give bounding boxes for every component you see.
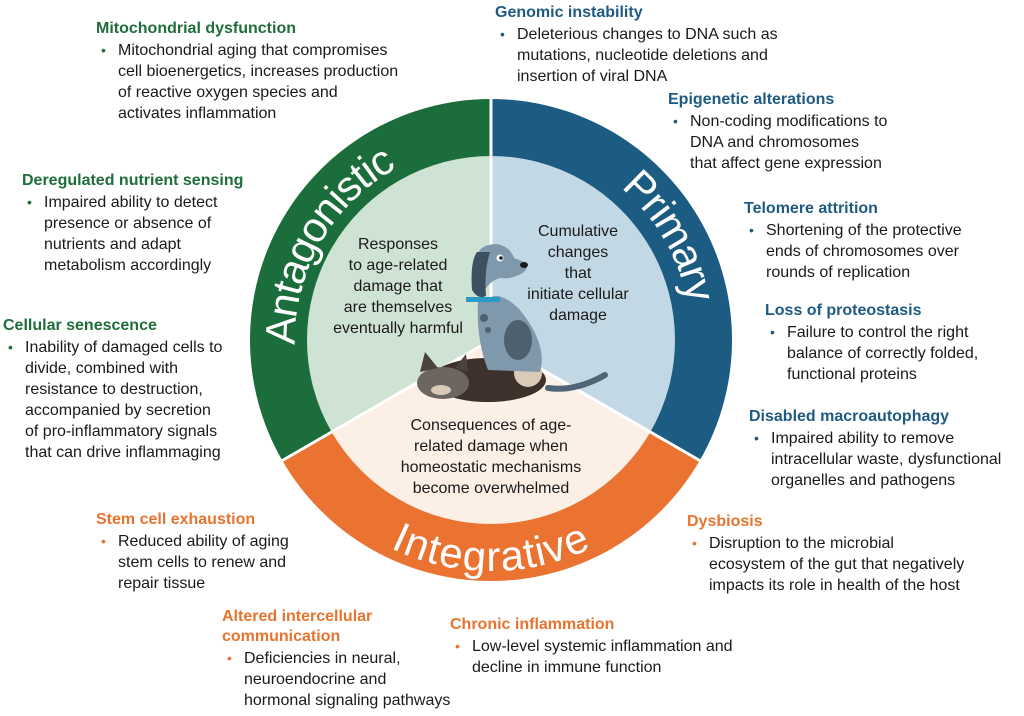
hallmark-chronic-inflammation: Chronic inflammation • Low-level systemic… <box>450 615 770 678</box>
dog-collar <box>466 297 500 302</box>
bullet-icon: • <box>455 638 460 654</box>
hallmark-title: Deregulated nutrient sensing <box>22 172 244 189</box>
hallmark-title: Cellular senescence <box>3 317 157 334</box>
hallmark-epigenetic-alterations: Epigenetic alterations • Non-coding modif… <box>668 90 928 174</box>
bullet-icon: • <box>27 194 32 210</box>
dog-eye <box>499 256 503 260</box>
description-text: Deficiencies in neural,neuroendocrine an… <box>244 650 451 709</box>
hallmark-title: Genomic instability <box>495 4 643 21</box>
hallmark-title: Stem cell exhaustion <box>96 511 256 528</box>
hallmark-stem-cell-exhaustion: Stem cell exhaustion • Reduced ability of… <box>96 510 336 594</box>
hallmark-mitochondrial-dysfunction: Mitochondrial dysfunction • Mitochondrial… <box>96 19 446 124</box>
hallmark-title: Telomere attrition <box>744 200 878 217</box>
antagonistic-inner-segment <box>306 156 491 432</box>
hallmark-cellular-senescence: Cellular senescence • Inability of damage… <box>3 316 263 463</box>
hallmark-deregulated-nutrient-sensing: Deregulated nutrient sensing • Impaired a… <box>22 171 282 276</box>
dog-spot <box>485 327 491 333</box>
cat-ear <box>420 352 438 372</box>
hallmark-telomere-attrition: Telomere attrition • Shortening of the pr… <box>744 199 1004 283</box>
dog-head <box>476 244 527 300</box>
hallmark-description: • Deficiencies in neural,neuroendocrine a… <box>222 648 482 711</box>
dog-spot <box>480 314 488 322</box>
bullet-icon: • <box>692 535 697 551</box>
hallmark-title: Loss of proteostasis <box>765 302 922 319</box>
hallmark-title: Chronic inflammation <box>450 616 615 633</box>
cat-head <box>417 367 469 399</box>
dog-spot <box>504 320 532 360</box>
hallmark-disabled-macroautophagy: Disabled macroautophagy • Impaired abilit… <box>749 407 1024 491</box>
hallmark-title: Disabled macroautophagy <box>749 408 950 425</box>
dog-tail <box>545 372 608 392</box>
hallmark-title: Mitochondrial dysfunction <box>96 20 296 37</box>
bullet-icon: • <box>101 42 106 58</box>
cat-muzzle <box>431 385 451 395</box>
dog-and-cat-icon <box>417 244 608 402</box>
cat-ear <box>455 354 468 372</box>
bullet-icon: • <box>749 222 754 238</box>
dog-ear <box>471 252 490 298</box>
bullet-icon: • <box>770 324 775 340</box>
dog-nose <box>520 262 528 268</box>
bullet-icon: • <box>8 339 13 355</box>
hallmark-genomic-instability: Genomic instability • Deleterious changes… <box>495 3 825 87</box>
bullet-icon: • <box>101 533 106 549</box>
bullet-icon: • <box>227 650 232 666</box>
hallmark-title: Epigenetic alterations <box>668 91 835 108</box>
bullet-icon: • <box>673 113 678 129</box>
segment-divider <box>279 338 492 463</box>
bullet-icon: • <box>754 430 759 446</box>
hallmark-title: Dysbiosis <box>687 513 763 530</box>
hallmark-loss-of-proteostasis: Loss of proteostasis • Failure to control… <box>765 301 1015 385</box>
bullet-icon: • <box>500 26 505 42</box>
